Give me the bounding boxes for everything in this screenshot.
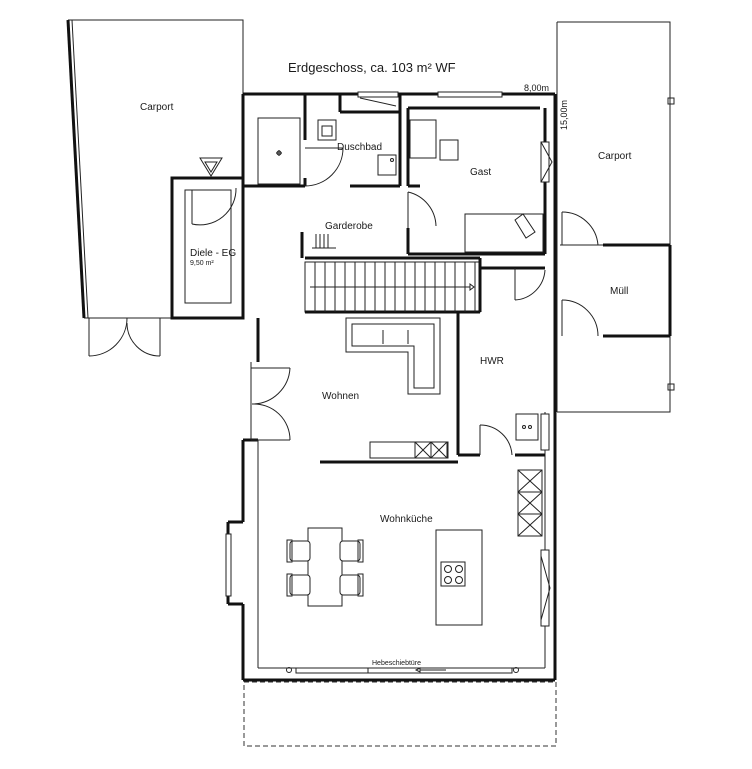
carport-left: Carport (66, 19, 244, 319)
bay-window (225, 533, 232, 597)
wohnkueche-label: Wohnküche (380, 514, 433, 525)
wohnkueche-room: Wohnküche (286, 469, 543, 626)
entrance-door[interactable] (191, 187, 237, 226)
gast-room: Gast (406, 106, 547, 256)
muell-label: Müll (610, 286, 628, 297)
carport-door[interactable] (86, 317, 165, 357)
muell-door-top[interactable] (561, 211, 599, 246)
dimension-width: 8,00m (524, 83, 549, 93)
muell-room: Müll (560, 243, 672, 338)
window-top-1 (357, 91, 399, 98)
window-top-2 (437, 91, 503, 98)
gast-door[interactable] (407, 191, 437, 228)
dimension-depth: 15,00m (559, 100, 569, 130)
duschbad-label: Duschbad (337, 142, 382, 153)
wohnen-label: Wohnen (322, 391, 359, 402)
duschbad-room: Duschbad (243, 94, 402, 188)
entrance-arrow-icon (199, 157, 223, 177)
diele-label: Diele - EG (190, 248, 236, 259)
diele-room: Diele - EG 9,50 m² (170, 176, 245, 320)
wohnen-room: Wohnen (320, 317, 458, 464)
hwr-room: HWR (456, 266, 545, 457)
sliding-door[interactable]: Hebeschiebtüre (286, 660, 519, 674)
hwr-top-door[interactable] (514, 268, 546, 301)
plan-title: Erdgeschoss, ca. 103 m² WF (288, 60, 456, 75)
duschbad-door[interactable] (304, 147, 344, 187)
wohnen-terrace-door[interactable] (250, 362, 291, 441)
hwr-door[interactable] (479, 424, 513, 456)
muell-door-bottom[interactable] (561, 299, 599, 337)
window-gast (540, 141, 550, 183)
carport-left-label: Carport (140, 102, 174, 113)
garderobe-label: Garderobe (325, 221, 373, 232)
hwr-label: HWR (480, 356, 504, 367)
garderobe-area: Garderobe (300, 221, 373, 258)
window-kitchen (540, 549, 550, 627)
diele-area: 9,50 m² (190, 260, 214, 267)
window-hwr (540, 413, 550, 451)
terrace-outline (243, 681, 557, 747)
carport-right: Carport (556, 21, 675, 413)
sliding-door-label: Hebeschiebtüre (372, 660, 421, 667)
carport-right-label: Carport (598, 151, 632, 162)
gast-label: Gast (470, 167, 491, 178)
staircase (304, 256, 482, 314)
